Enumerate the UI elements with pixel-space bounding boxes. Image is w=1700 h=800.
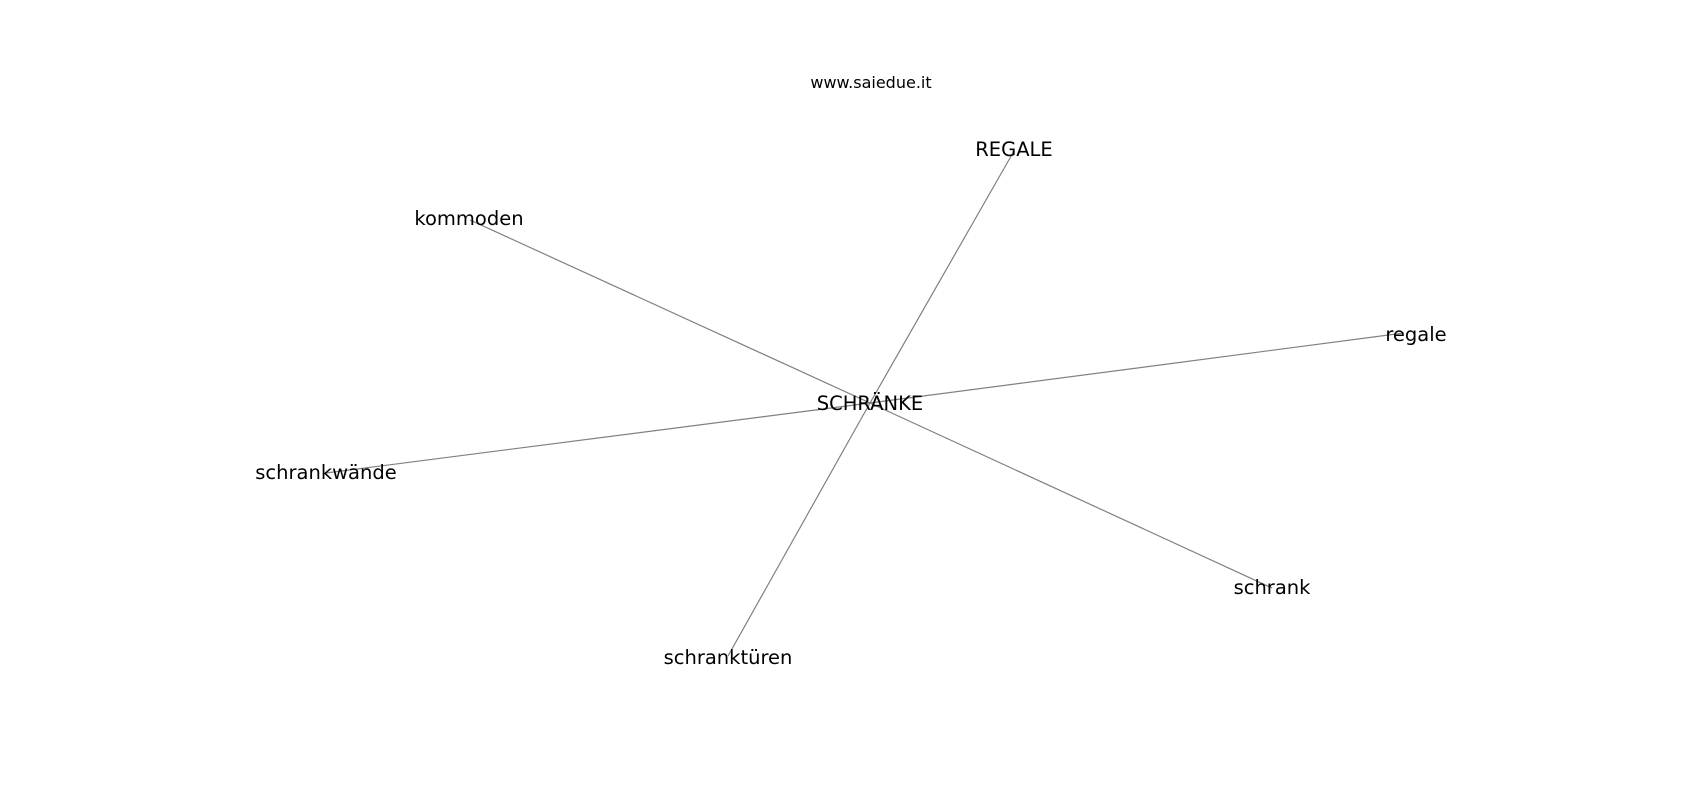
site-url-title: www.saiedue.it <box>810 73 931 92</box>
node-label-schranktueren: schranktüren <box>664 646 793 669</box>
edges <box>325 150 1405 657</box>
edge-center-regale-upper <box>869 150 1015 404</box>
edge-center-schrank <box>869 402 1273 589</box>
edge-center-schrankwaende <box>325 402 871 474</box>
node-label-kommoden: kommoden <box>414 207 523 230</box>
edge-center-schranktueren <box>727 402 871 657</box>
node-label-regale-lower: regale <box>1385 323 1446 346</box>
node-label-schrank: schrank <box>1234 576 1312 599</box>
edge-center-kommoden <box>469 219 871 404</box>
nodes: SCHRÄNKE REGALE kommoden regale schrankw… <box>255 138 1446 669</box>
node-center-label: SCHRÄNKE <box>817 392 923 415</box>
node-label-schrankwaende: schrankwände <box>255 461 397 484</box>
edge-center-regale-lower <box>869 332 1405 404</box>
node-label-regale-upper: REGALE <box>975 138 1053 161</box>
